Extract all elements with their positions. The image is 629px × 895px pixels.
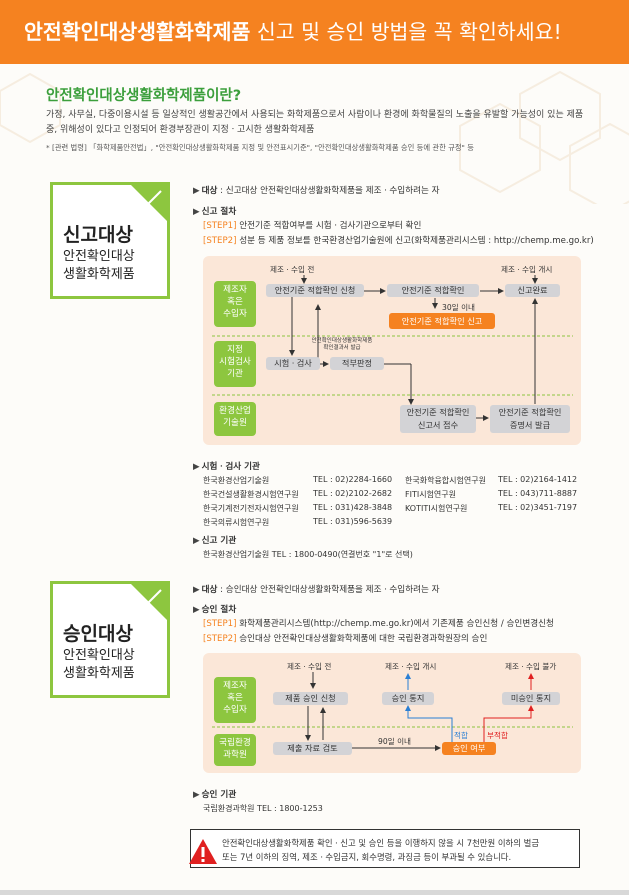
lab-name: FITI시험연구원 [405,490,457,499]
flow-judge-box: 적부판정 [330,357,384,370]
lab-name: 한국의류시험연구원 [203,518,270,527]
page-banner: 안전확인대상생활화학제품 신고 및 승인 방법을 꼭 확인하세요! [0,0,629,64]
approval-agency-text: 국립환경과학원 TEL : 1800-1253 [203,804,323,813]
report-step2: [STEP2] 성분 등 제품 정보를 한국환경산업기술원에 신고(화학제품관리… [203,236,594,246]
lab-name: KOTITI시험연구원 [405,504,468,513]
lab-tel: TEL : 02)3451-7197 [498,503,578,512]
warning-box [190,829,580,868]
flow-before-manufacture: 제조ㆍ수입 전 [287,662,332,671]
approval-procedure-heading: ▶승인 절차 [193,605,237,615]
flow-report-box: 안전기준 적합확인 신고 [389,313,495,329]
flow-before-manufacture: 제조ㆍ수입 전 [270,265,315,274]
flow-ok-label: 적합 [454,731,468,740]
intro-reference: * [관련 법령] 「화학제품안전법」, "안전확인대상생활화학제품 지정 및 … [46,143,474,152]
bottom-bar [0,890,629,895]
flow-decision-box: 승인 여부 [442,742,496,755]
bullet-icon: ▶ [193,186,200,196]
hexagon-background [0,70,629,204]
intro-title: 안전확인대상생활화학제품이란? [46,88,242,104]
approval-flow-diagram [203,653,581,773]
bullet-icon: ▶ [193,790,200,800]
approval-target: ▶대상 : 승인대상 안전확인대상생활화학제품을 제조ㆍ수입하려는 자 [193,585,440,595]
flow-review-box: 제출 자료 검토 [273,742,352,755]
lab-name: 한국건설생활환경시험연구원 [203,490,299,499]
flow-done-box: 신고완료 [505,284,560,297]
lab-tel: TEL : 02)2164-1412 [498,475,578,484]
flow-ng-label: 부적합 [487,731,508,740]
approval-box-title: 승인대상 [63,623,133,645]
report-target: ▶대상 : 신고대상 안전확인대상생활화학제품을 제조ㆍ수입하려는 자 [193,186,440,196]
flow-test-box: 시험ㆍ검사 [266,357,320,370]
lab-tel: TEL : 02)2102-2682 [313,489,393,498]
flow-apply-box: 안전기준 적합확인 신청 [266,284,364,297]
lab-tel: TEL : 043)711-8887 [498,489,578,498]
corner-arrow-icon [128,581,170,623]
report-agency-text: 한국환경산업기술원 TEL : 1800-0490(연결번호 "1"로 선택) [203,550,413,559]
lab-name: 한국환경산업기술원 [203,476,270,485]
flow-approval-apply-box: 제품 승인 신청 [273,692,348,705]
warning-icon [189,839,217,864]
flow-start-manufacture: 제조ㆍ수입 개시 [501,265,553,274]
lab-tel: TEL : 02)2284-1660 [313,475,393,484]
approval-step1: [STEP1] 화학제품관리시스템(http://chemp.me.go.kr)… [203,619,554,629]
flow-reject-notice-box: 미승인 통지 [502,692,560,705]
banner-title-bold: 안전확인대상생활화학제품 [24,20,251,44]
report-procedure-heading: ▶신고 절차 [193,207,237,217]
warning-text: 안전확인대상생활화학제품 확인ㆍ신고 및 승인 등을 이행하지 않을 시 7천만… [222,838,540,862]
flow-approval-notice-box: 승인 통지 [382,692,434,705]
approval-agency-heading: ▶승인 기관 [193,790,237,800]
banner-title-rest: 신고 및 승인 방법을 꼭 확인하세요! [250,20,562,44]
flow-days: 30일 이내 [442,303,476,312]
bullet-icon: ▶ [193,462,200,472]
flow-confirm-box: 안전기준 적합확인 [387,284,479,297]
bullet-icon: ▶ [193,536,200,546]
report-step1: [STEP1] 안전기준 적합여부를 시험ㆍ검사기관으로부터 확인 [203,221,422,231]
approval-step2: [STEP2] 승인대상 안전확인대상생활화학제품에 대한 국립환경과학원장의 … [203,634,488,644]
report-agency-heading: ▶신고 기관 [193,536,237,546]
intro-body: 가정, 사무실, 다중이용시설 등 일상적인 생활공간에서 사용되는 화학제품으… [46,110,584,135]
flow-start-manufacture: 제조ㆍ수입 개시 [385,662,437,671]
corner-arrow-icon [128,182,170,224]
labs-heading: ▶시험ㆍ검사 기관 [193,462,260,472]
bullet-icon: ▶ [193,585,200,595]
bullet-icon: ▶ [193,605,200,615]
bullet-icon: ▶ [193,207,200,217]
report-box-title: 신고대상 [63,224,133,246]
lab-tel: TEL : 031)428-3848 [313,503,393,512]
lab-tel: TEL : 031)596-5639 [313,517,393,526]
lab-name: 한국화학융합시험연구원 [405,476,486,485]
lab-name: 한국기계전기전자시험연구원 [203,504,299,513]
flow-approval-days: 90일 이내 [378,737,412,746]
flow-cannot-manufacture: 제조ㆍ수입 불가 [505,662,557,671]
